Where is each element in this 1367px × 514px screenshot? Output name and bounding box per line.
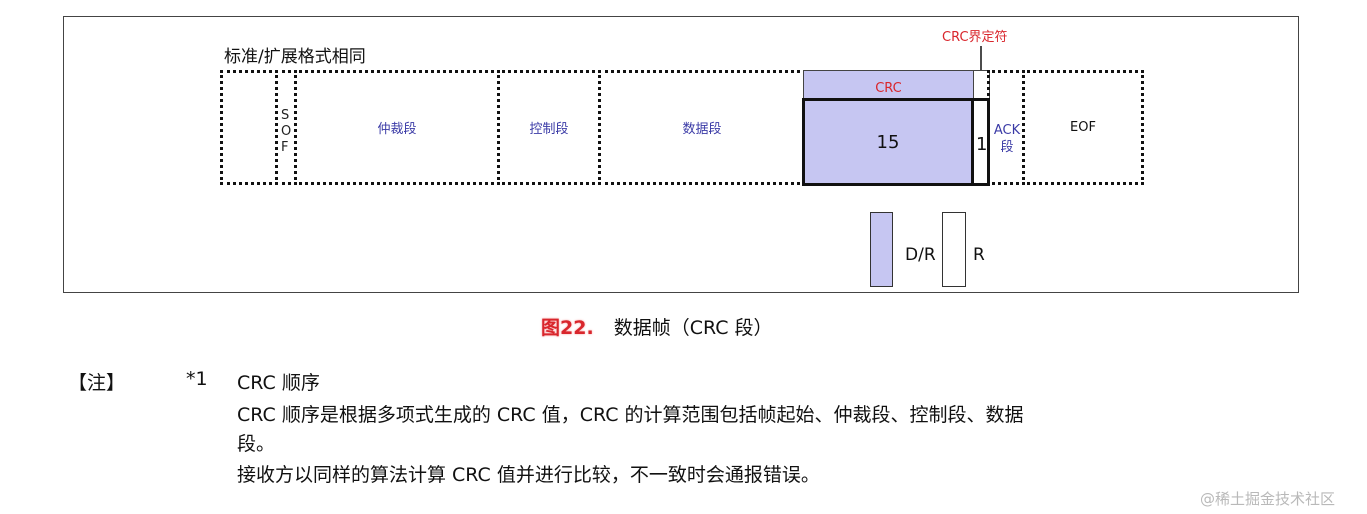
crc-header-label: CRC bbox=[875, 81, 902, 96]
legend-r-label: R bbox=[973, 245, 985, 265]
note-tag: 【注】 bbox=[68, 372, 126, 394]
segment-eof: EOF bbox=[1022, 70, 1144, 185]
crc-bits-label: 15 bbox=[876, 131, 900, 153]
legend-dr-swatch bbox=[870, 212, 893, 287]
figure-title: 数据帧（CRC 段） bbox=[613, 317, 773, 339]
note-line-1: CRC 顺序是根据多项式生成的 CRC 值，CRC 的计算范围包括帧起始、仲裁段… bbox=[237, 404, 1024, 426]
figure-number: 图22. bbox=[541, 317, 594, 339]
eof-label: EOF bbox=[1070, 120, 1096, 135]
note-line-2: 段。 bbox=[237, 433, 276, 455]
arbitration-label: 仲裁段 bbox=[377, 122, 417, 137]
data-label: 数据段 bbox=[682, 122, 722, 137]
segment-data: 数据段 bbox=[598, 70, 806, 185]
sof-letter-s: S bbox=[281, 108, 290, 123]
crc-header: CRC bbox=[803, 70, 973, 100]
note-heading: CRC 顺序 bbox=[237, 372, 320, 394]
legend-dr-label: D/R bbox=[905, 245, 936, 265]
control-label: 控制段 bbox=[529, 122, 569, 137]
crc-sequence-box: 15 bbox=[802, 98, 974, 186]
figure-caption: 图22. 数据帧（CRC 段） bbox=[541, 313, 773, 340]
watermark: @稀土掘金技术社区 bbox=[1200, 490, 1336, 508]
diagram-frame bbox=[63, 16, 1299, 293]
segment-control: 控制段 bbox=[497, 70, 601, 185]
sof-letter-f: F bbox=[281, 140, 289, 155]
crc-delimiter-label: CRC界定符 bbox=[942, 30, 1008, 45]
segment-idle bbox=[220, 70, 278, 185]
note-line-3: 接收方以同样的算法计算 CRC 值并进行比较，不一致时会通报错误。 bbox=[237, 464, 820, 486]
legend-r-swatch bbox=[942, 212, 966, 287]
sof-letter-o: O bbox=[281, 124, 292, 139]
format-note-label: 标准/扩展格式相同 bbox=[224, 47, 366, 67]
ack-label-line2: 段 bbox=[1000, 140, 1014, 155]
segment-ack: ACK 段 bbox=[987, 70, 1025, 185]
segment-arbitration: 仲裁段 bbox=[294, 70, 500, 185]
note-marker: *1 bbox=[186, 368, 208, 390]
ack-label-line1: ACK bbox=[993, 123, 1021, 138]
delimiter-bits-label: 1 bbox=[976, 134, 988, 155]
